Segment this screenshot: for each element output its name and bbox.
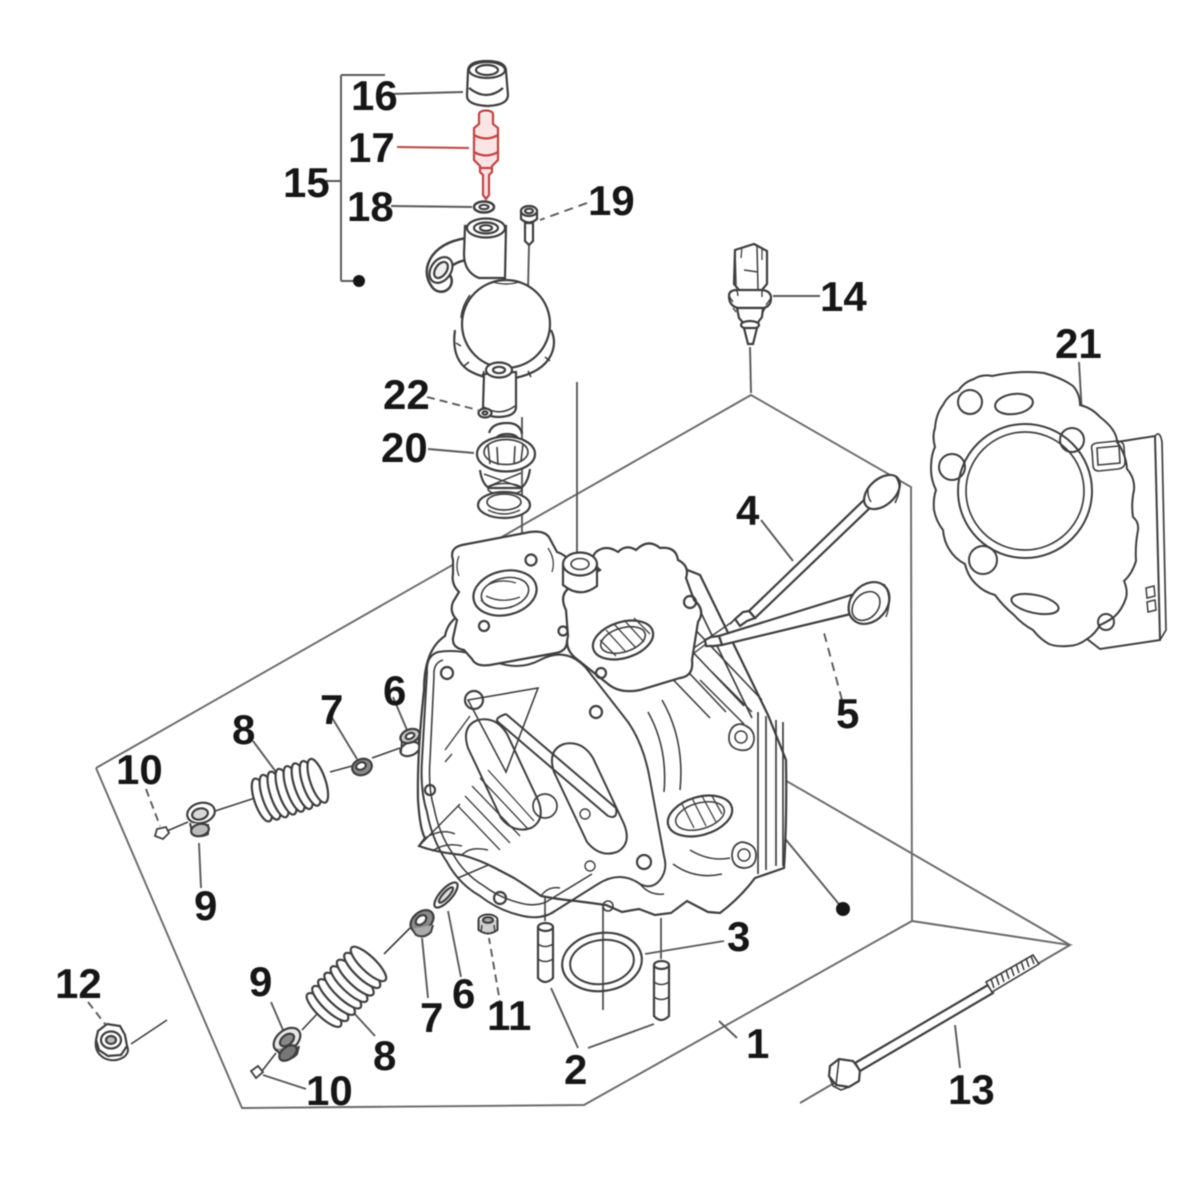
- svg-text:20: 20: [381, 424, 428, 471]
- svg-text:7: 7: [420, 994, 443, 1041]
- svg-text:4: 4: [736, 487, 760, 534]
- svg-text:6: 6: [452, 970, 475, 1017]
- svg-text:6: 6: [383, 667, 406, 714]
- svg-text:3: 3: [727, 913, 750, 960]
- svg-text:16: 16: [351, 72, 398, 119]
- svg-text:15: 15: [283, 159, 330, 206]
- svg-text:9: 9: [249, 958, 272, 1005]
- svg-text:13: 13: [948, 1066, 995, 1113]
- svg-text:21: 21: [1055, 320, 1102, 367]
- svg-text:10: 10: [116, 746, 163, 793]
- svg-text:2: 2: [564, 1046, 587, 1093]
- svg-text:12: 12: [55, 960, 102, 1007]
- svg-text:8: 8: [373, 1032, 396, 1079]
- svg-text:5: 5: [836, 690, 859, 737]
- svg-text:11: 11: [487, 992, 531, 1039]
- svg-text:22: 22: [383, 371, 430, 418]
- svg-text:10: 10: [306, 1067, 353, 1114]
- svg-text:17: 17: [348, 124, 395, 171]
- svg-text:7: 7: [320, 686, 343, 733]
- svg-text:9: 9: [194, 882, 217, 929]
- svg-text:1: 1: [746, 1020, 769, 1067]
- svg-text:18: 18: [347, 183, 394, 230]
- svg-text:8: 8: [232, 706, 255, 753]
- svg-text:19: 19: [588, 177, 635, 224]
- svg-text:14: 14: [820, 273, 867, 320]
